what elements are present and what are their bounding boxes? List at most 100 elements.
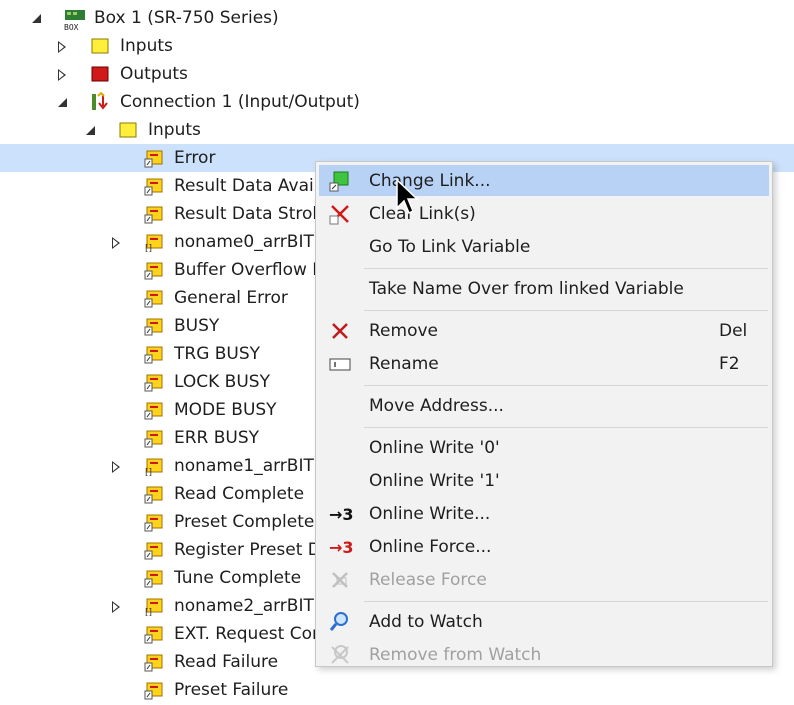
tree-item[interactable]: General Error — [0, 284, 794, 312]
variable-icon — [144, 680, 164, 700]
menu-item-clear-link-s[interactable]: Clear Link(s) — [319, 198, 769, 229]
expanded-arrow-icon[interactable] — [32, 14, 41, 23]
variable-icon — [144, 400, 164, 420]
tree-item-label: Buffer Overflow Error — [174, 260, 354, 280]
add-watch-icon — [329, 611, 351, 633]
tree-item[interactable]: [] noname2_arrBIT — [0, 592, 794, 620]
menu-item-online-write[interactable]: →3 Online Write... — [319, 498, 769, 529]
tree-item[interactable]: []noname0_arrBIT — [0, 228, 794, 256]
menu-separator — [364, 385, 768, 386]
tree-item[interactable]: LOCK BUSY — [0, 368, 794, 396]
tree-item-label: Result Data Strobe — [174, 204, 334, 224]
tree-item-label: Box 1 (SR-750 Series) — [94, 8, 279, 28]
variable-icon — [144, 148, 164, 168]
tree-item[interactable]: Preset Complete — [0, 508, 794, 536]
tree-item[interactable]: Inputs — [0, 32, 794, 60]
tree-item-label: Preset Failure — [174, 680, 289, 700]
menu-item-take-name-over-from-linked-variable[interactable]: Take Name Over from linked Variable — [319, 273, 769, 304]
tree-item-label: Read Complete — [174, 484, 305, 504]
array-variable-icon: [] — [144, 232, 164, 254]
menu-item-label: Online Write '1' — [369, 471, 500, 491]
tree-item-label: Tune Complete — [174, 568, 302, 588]
tree-item[interactable]: Result Data Available — [0, 172, 794, 200]
tree-item[interactable]: Result Data Strobe — [0, 200, 794, 228]
folder-yellow-icon — [118, 120, 138, 140]
tree-item[interactable]: TRG BUSY — [0, 340, 794, 368]
mouse-cursor-icon — [396, 178, 419, 215]
variable-icon — [144, 540, 164, 560]
menu-item-add-to-watch[interactable]: Add to Watch — [319, 606, 769, 637]
collapsed-arrow-icon[interactable] — [58, 41, 66, 53]
tree-item[interactable]: Inputs — [0, 116, 794, 144]
menu-item-label: Remove from Watch — [369, 645, 542, 665]
tree-item-label: Read Failure — [174, 652, 279, 672]
tree-item-label: Outputs — [120, 64, 188, 84]
change-link-icon — [329, 170, 351, 192]
tree-item[interactable]: []noname1_arrBIT — [0, 452, 794, 480]
tree-item-label: Inputs — [120, 36, 173, 56]
menu-item-label: Move Address... — [369, 396, 504, 416]
menu-item-change-link[interactable]: Change Link... — [319, 165, 769, 196]
expanded-arrow-icon[interactable] — [86, 126, 95, 135]
collapsed-arrow-icon[interactable] — [112, 237, 120, 249]
release-force-icon — [329, 569, 351, 591]
expanded-arrow-icon[interactable] — [58, 98, 67, 107]
menu-item-online-write-1[interactable]: Online Write '1' — [319, 465, 769, 496]
menu-item-remove-from-watch: Remove from Watch — [319, 639, 769, 670]
folder-red-icon — [90, 64, 110, 84]
tree-item[interactable]: Register Preset Data — [0, 536, 794, 564]
array-variable-icon: [] — [144, 456, 164, 478]
variable-icon — [144, 428, 164, 448]
menu-item-label: Add to Watch — [369, 612, 483, 632]
tree-item-label: Inputs — [148, 120, 201, 140]
variable-icon — [144, 372, 164, 392]
variable-icon — [144, 624, 164, 644]
tree-item[interactable]: ERR BUSY — [0, 424, 794, 452]
collapsed-arrow-icon[interactable] — [112, 461, 120, 473]
tree-item-label: Error — [174, 148, 216, 168]
menu-item-online-force[interactable]: →3 Online Force... — [319, 531, 769, 562]
menu-item-go-to-link-variable[interactable]: Go To Link Variable — [319, 231, 769, 262]
menu-item-label: Online Force... — [369, 537, 492, 557]
tree-item-label: Register Preset Data — [174, 540, 349, 560]
tree-item[interactable]: Tune Complete — [0, 564, 794, 592]
tree-item[interactable]: Preset Failure — [0, 676, 794, 704]
variable-icon — [144, 204, 164, 224]
svg-text:→3: →3 — [329, 538, 354, 557]
context-menu: Change Link... Clear Link(s)Go To Link Va… — [315, 161, 773, 667]
menu-item-label: Online Write... — [369, 504, 491, 524]
menu-separator — [364, 601, 768, 602]
menu-item-shortcut: F2 — [719, 354, 740, 374]
variable-icon — [144, 260, 164, 280]
remove-icon — [329, 320, 351, 342]
menu-separator — [364, 427, 768, 428]
menu-item-online-write-0[interactable]: Online Write '0' — [319, 432, 769, 463]
connection-icon — [90, 91, 110, 112]
menu-item-label: Change Link... — [369, 171, 491, 191]
variable-icon — [144, 568, 164, 588]
menu-item-label: Online Write '0' — [369, 438, 500, 458]
tree-item[interactable]: Connection 1 (Input/Output) — [0, 88, 794, 116]
tree-item-label: MODE BUSY — [174, 400, 277, 420]
tree-item[interactable]: Outputs — [0, 60, 794, 88]
tree-item[interactable]: BUSY — [0, 312, 794, 340]
folder-yellow-icon — [90, 36, 110, 56]
collapsed-arrow-icon[interactable] — [112, 601, 120, 613]
array-variable-icon: [] — [144, 596, 164, 618]
tree-item[interactable]: Buffer Overflow Error — [0, 256, 794, 284]
variable-icon — [144, 652, 164, 672]
online-write-icon: →3 — [329, 503, 354, 525]
menu-item-move-address[interactable]: Move Address... — [319, 390, 769, 421]
tree-item-label: noname2_arrBIT — [174, 596, 314, 616]
variable-icon — [144, 344, 164, 364]
tree-item[interactable]: Read Failure — [0, 648, 794, 676]
variable-icon — [144, 316, 164, 336]
tree-item[interactable]: MODE BUSY — [0, 396, 794, 424]
tree-item-label: BUSY — [174, 316, 220, 336]
variable-icon — [144, 176, 164, 196]
collapsed-arrow-icon[interactable] — [58, 69, 66, 81]
tree-item[interactable]: Read Complete — [0, 480, 794, 508]
